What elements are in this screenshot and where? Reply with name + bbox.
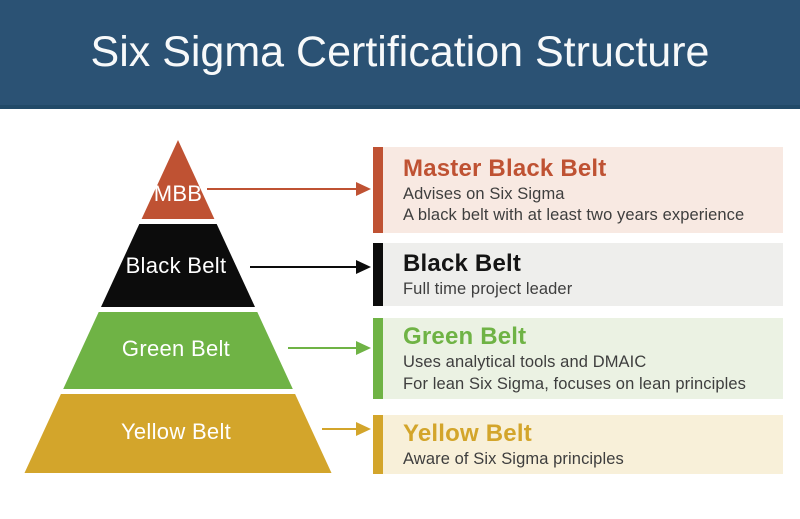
header-banner: Six Sigma Certification Structure xyxy=(0,0,800,109)
info-box-title: Green Belt xyxy=(403,323,527,351)
pyramid-label-green-belt: Green Belt xyxy=(121,336,231,361)
arrow-black-belt xyxy=(250,260,371,274)
arrow-yellow-belt xyxy=(322,422,371,436)
info-box-description-line: Uses analytical tools and DMAIC xyxy=(403,353,647,372)
arrow-green-belt xyxy=(288,341,371,355)
info-box-description-line: Aware of Six Sigma principles xyxy=(403,450,624,469)
info-box-accent-bar xyxy=(373,243,383,306)
pyramid-label-yellow-belt: Yellow Belt xyxy=(120,419,232,444)
pyramid-label-mbb: MBB xyxy=(153,181,203,206)
info-box-accent-bar xyxy=(373,318,383,399)
info-box-yellow-belt: Yellow Belt Aware of Six Sigma principle… xyxy=(373,415,783,474)
info-box-title: Black Belt xyxy=(403,250,522,278)
info-box-master-black-belt: Master Black Belt Advises on Six Sigma A… xyxy=(373,147,783,233)
info-box-accent-bar xyxy=(373,415,383,474)
info-box-description-line: A black belt with at least two years exp… xyxy=(403,206,745,225)
pyramid-level-black-belt xyxy=(101,224,255,307)
info-box-description-line: Advises on Six Sigma xyxy=(403,184,565,203)
info-box-accent-bar xyxy=(373,147,383,233)
arrow-mbb xyxy=(207,182,371,196)
page-title: Six Sigma Certification Structure xyxy=(90,28,710,76)
info-box-description-line: For lean Six Sigma, focuses on lean prin… xyxy=(403,374,747,393)
info-box-description-line: Full time project leader xyxy=(403,280,573,299)
pyramid-level-yellow-belt xyxy=(24,394,332,473)
info-box-title: Yellow Belt xyxy=(403,420,532,448)
pyramid-level-mbb xyxy=(141,140,215,219)
info-box-black-belt: Black Belt Full time project leader xyxy=(373,243,783,306)
info-box-green-belt: Green Belt Uses analytical tools and DMA… xyxy=(373,318,783,399)
pyramid-label-black-belt: Black Belt xyxy=(125,253,227,278)
pyramid-level-green-belt xyxy=(63,312,293,389)
info-box-title: Master Black Belt xyxy=(403,154,607,182)
